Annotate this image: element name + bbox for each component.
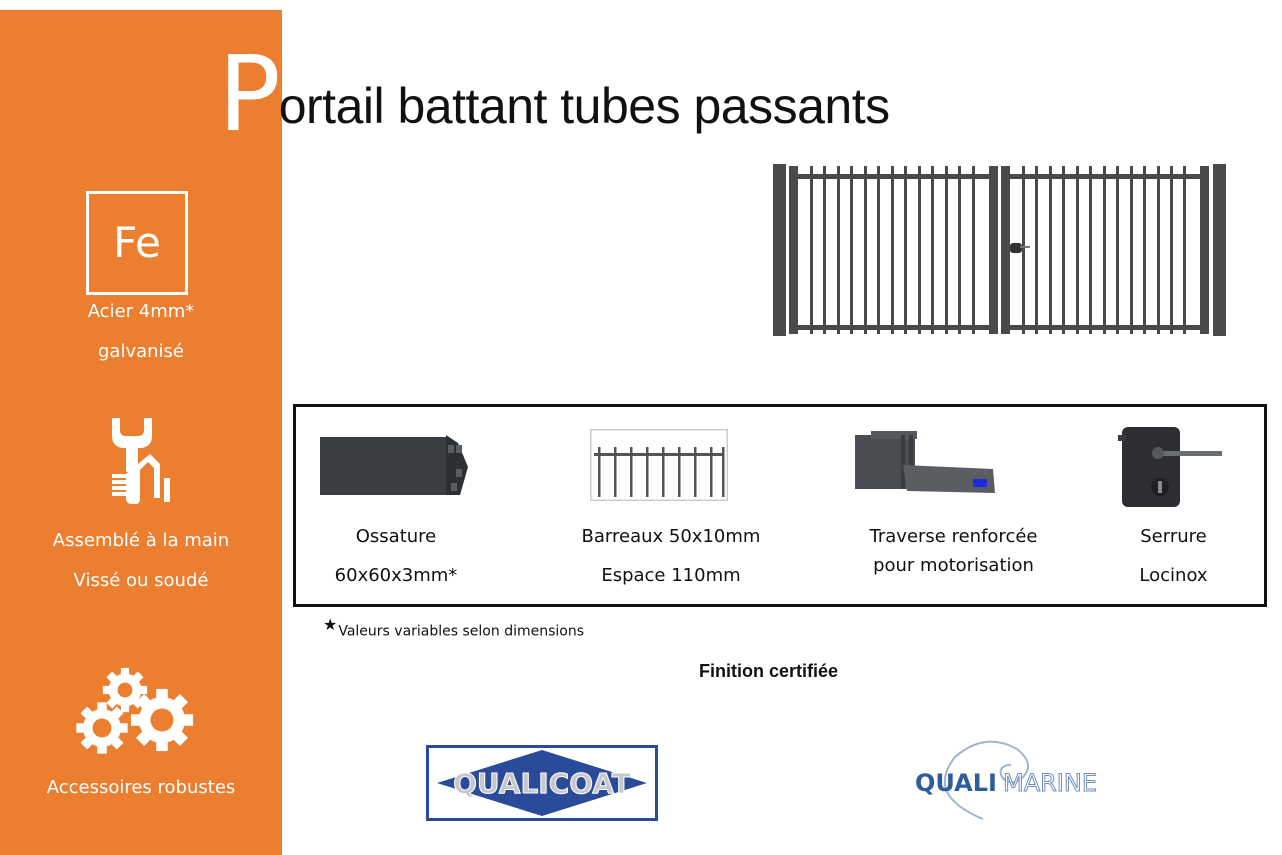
galvanized-label: galvanisé [97,341,184,362]
frame-profile-image [320,435,468,495]
qualimarine-light-text: MARINE [1003,769,1097,797]
wave-swirl-icon [943,740,1029,820]
qualimarine-logo: QUALI MARINE [905,735,1135,825]
asterisk-star-icon: ★ [323,615,338,634]
feature-crossbar-title: Traverse renforcée [869,526,1038,547]
feature-bars: Barreaux 50x10mm Espace 110mm [576,407,806,604]
bars-image [590,429,728,501]
certification-heading: Finition certifiée [699,661,839,681]
gears-icon [76,667,194,754]
feature-crossbar: Traverse renforcée pour motorisation [841,407,1066,604]
reinforced-crossbar-image [855,431,995,493]
iron-element-symbol: Fe [113,218,161,267]
gate-illustration [773,164,1226,336]
feature-bars-title: Barreaux 50x10mm [581,526,761,547]
title-initial: P [218,33,281,155]
accessories-label: Accessoires robustes [46,777,236,798]
feature-lock: Serrure Locinox [1096,407,1251,604]
page-title: Portail battant tubes passants [218,42,890,146]
feature-frame: Ossature 60x60x3mm* [296,407,496,604]
features-panel: Ossature 60x60x3mm* Barreaux 50x10mm Esp… [293,404,1267,607]
feature-lock-title: Serrure [1140,526,1207,547]
hand-wrench-icon [112,418,170,504]
qualicoat-text: QUALICOAT [453,767,631,800]
sidebar: Fe Acier 4mm* galvanisé Assemblé à la ma… [0,10,282,855]
iron-element-icon: Fe [86,191,188,295]
handmade-label: Assemblé à la main [52,530,230,551]
feature-frame-title: Ossature [355,526,437,547]
screwed-welded-label: Vissé ou soudé [73,570,209,591]
feature-lock-brand: Locinox [1139,565,1208,586]
lock-image [1118,427,1222,507]
qualimarine-bold-text: QUALI [915,769,997,797]
feature-bars-spacing: Espace 110mm [601,565,741,586]
footnote: ★Valeurs variables selon dimensions [323,615,584,640]
steel-thickness-label: Acier 4mm* [87,301,195,322]
qualicoat-logo: QUALICOAT [426,745,658,821]
title-text: ortail battant tubes passants [278,78,890,134]
footnote-text: Valeurs variables selon dimensions [338,623,585,640]
qualicoat-diamond-icon: QUALICOAT [437,750,647,816]
feature-frame-spec: 60x60x3mm* [334,565,458,586]
feature-crossbar-subtitle: pour motorisation [873,555,1034,576]
